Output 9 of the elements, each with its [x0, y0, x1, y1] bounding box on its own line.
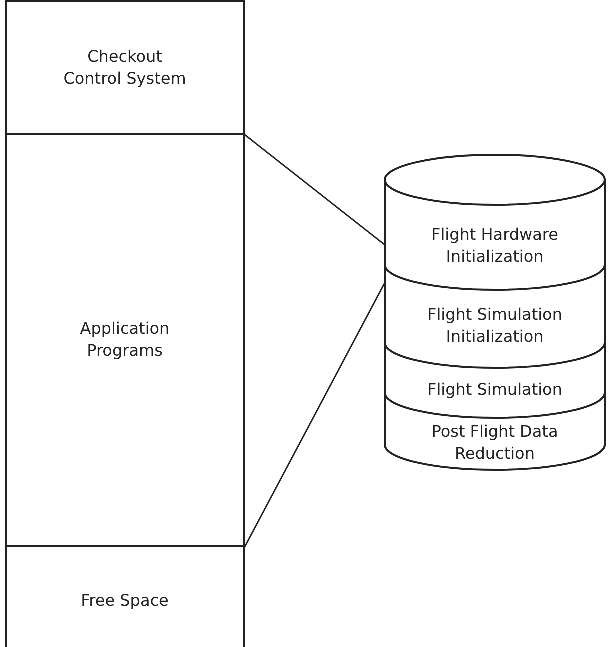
leader-line	[244, 134, 386, 246]
block-label: Free Space	[81, 590, 169, 612]
segment-label: Flight Simulation	[428, 379, 562, 401]
block-label: Application Programs	[79, 318, 171, 362]
leader-line	[244, 282, 386, 548]
block-label: Checkout Control System	[62, 46, 188, 90]
segment-label: Post Flight Data Reduction	[430, 420, 560, 464]
segment-label: Flight Simulation Initialization	[426, 304, 564, 348]
segment-label: Flight Hardware Initialization	[430, 224, 560, 268]
